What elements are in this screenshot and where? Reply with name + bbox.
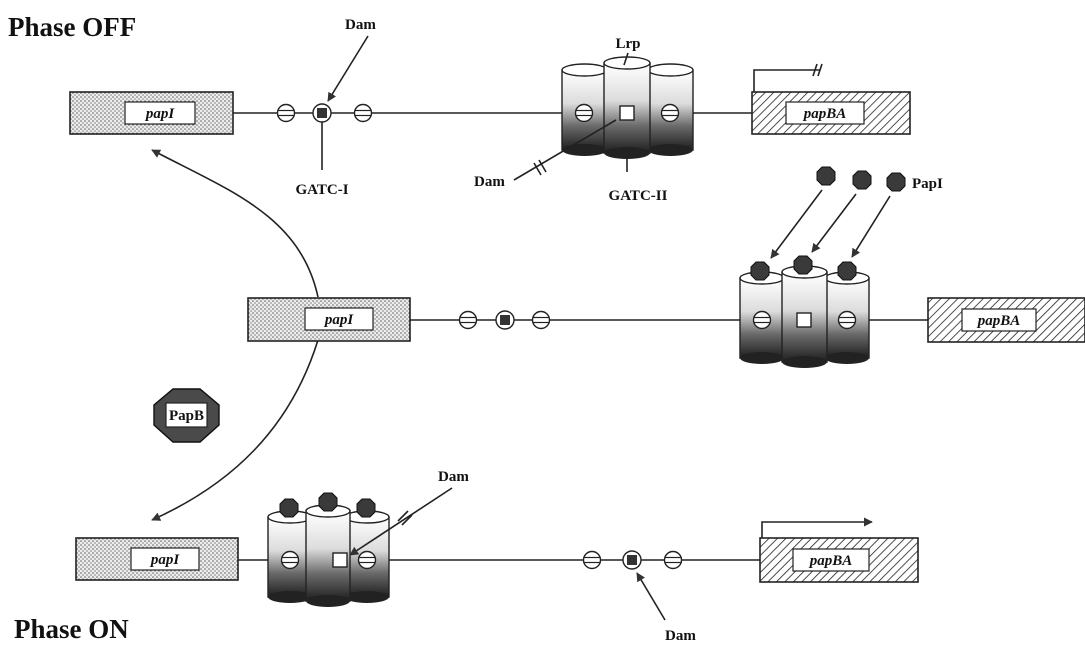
papBA-gene-label-box-middle xyxy=(961,308,1037,332)
papI-gene-label-box-middle xyxy=(304,307,374,331)
methyl-mark-gatc1-middle xyxy=(500,315,510,325)
curved-arrow-to-phase-off xyxy=(151,149,319,298)
promoter-block-tick-2 xyxy=(817,63,823,77)
papI-free-3 xyxy=(886,172,906,192)
papI-bound-middle-2 xyxy=(793,255,813,275)
papI-bound-on-3 xyxy=(356,498,376,518)
gatc1-label-off: GATC-I xyxy=(295,182,348,198)
promoter-block-tick-1 xyxy=(812,63,818,77)
papI-bound-on-2 xyxy=(318,492,338,512)
papI-bound-middle-3 xyxy=(837,261,857,281)
papB-protein xyxy=(153,388,220,443)
papI-free-1 xyxy=(816,166,836,186)
gatc-circle-off-1 xyxy=(276,103,296,123)
papBA-gene-label-on: papBA xyxy=(808,553,853,569)
papBA-gene-label-off: papBA xyxy=(802,106,847,122)
lrp-complex-off xyxy=(561,56,694,159)
papI-arrow-1 xyxy=(770,189,823,259)
phase-off-label: Phase OFF xyxy=(8,12,136,42)
dam-label-off-top: Dam xyxy=(345,17,376,33)
lrp-complex-on xyxy=(267,504,390,607)
papBA-gene-label-middle: papBA xyxy=(976,313,1021,329)
dam-block-tick-1 xyxy=(533,162,542,176)
papBA-gene-label-box-on xyxy=(792,548,870,572)
papI-gene-label-middle: papI xyxy=(323,312,355,328)
phase-on-label: Phase ON xyxy=(14,614,129,644)
methyl-mark-gatc1-on xyxy=(627,555,637,565)
promoter-blocked-off xyxy=(753,69,820,92)
papI-free-2 xyxy=(852,170,872,190)
methyl-mark-gatc1-off xyxy=(317,108,327,118)
lrp-complex-middle xyxy=(739,265,870,368)
gatc-circle-on-1 xyxy=(582,550,602,570)
dam-arrow-off-top xyxy=(327,35,369,102)
papI-bound-on-1 xyxy=(279,498,299,518)
papI-gene-label-box-on xyxy=(130,547,200,571)
papI-gene-label-off: papI xyxy=(144,106,176,122)
dam-label-on-top: Dam xyxy=(438,469,469,485)
dam-arrow-on-top xyxy=(349,487,453,556)
gatc-circle-middle-2 xyxy=(531,310,551,330)
promoter-active-arrow xyxy=(761,517,873,538)
dam-label-on-bottom: Dam xyxy=(665,628,696,644)
gatc-circle-on-2 xyxy=(663,550,683,570)
dam-arrow-on-bottom xyxy=(636,572,666,621)
papI-gene-label-on: papI xyxy=(149,552,181,568)
papI-bound-middle-1 xyxy=(750,261,770,281)
lrp-label: Lrp xyxy=(615,36,640,52)
curved-arrow-to-phase-on xyxy=(151,339,319,521)
papI-arrow-2 xyxy=(811,193,857,253)
dam-block-tick-on-2 xyxy=(401,514,413,526)
papBA-gene-label-box-off xyxy=(785,101,865,125)
papB-label: PapB xyxy=(169,408,204,424)
papI-gene-label-box-off xyxy=(124,101,196,125)
lrp-pointer xyxy=(623,52,629,66)
dam-block-tick-2 xyxy=(538,159,547,173)
dam-pointer-off-lower xyxy=(513,119,617,181)
dam-label-off-lower: Dam xyxy=(474,174,505,190)
papI-protein-label: PapI xyxy=(912,176,943,192)
papI-arrow-3 xyxy=(851,195,891,258)
gatc2-label: GATC-II xyxy=(609,188,668,204)
gatc-circle-off-2 xyxy=(353,103,373,123)
gatc-circle-middle-1 xyxy=(458,310,478,330)
dam-block-tick-on-1 xyxy=(397,510,409,522)
